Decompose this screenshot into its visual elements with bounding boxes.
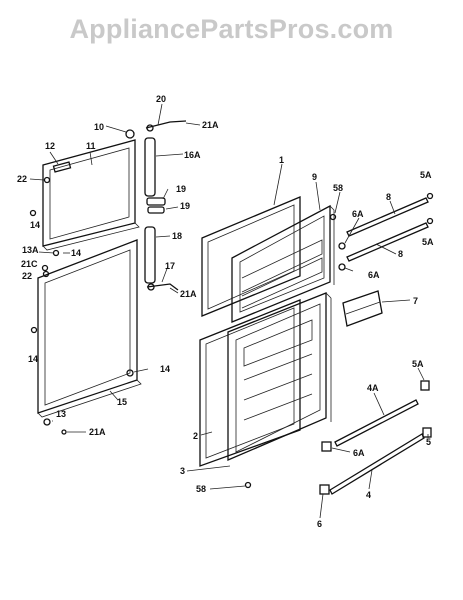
label-5a-top: 5A: [420, 170, 432, 180]
label-8-low: 8: [398, 249, 403, 259]
label-1: 1: [279, 155, 284, 165]
label-21c: 21C: [21, 259, 38, 269]
lower-hinge-17: [146, 283, 179, 291]
freezer-gasket-1: [201, 196, 301, 317]
label-21a-mid: 21A: [180, 289, 197, 299]
fresh-food-door-panel: [37, 239, 142, 418]
upper-hinge-20: [145, 120, 187, 132]
label-22-top: 22: [17, 174, 27, 184]
rail-4: [329, 433, 425, 495]
end-cap-6: [319, 484, 330, 495]
label-12: 12: [45, 141, 55, 151]
label-6a-low: 6A: [353, 448, 365, 458]
screw-14-d: [126, 369, 134, 377]
dairy-door-7: [342, 290, 383, 327]
label-19-a: 19: [176, 184, 186, 194]
clip-6a-top: [338, 242, 346, 250]
label-21a-top: 21A: [202, 120, 219, 130]
hinge-13: [43, 418, 51, 426]
watermark: AppliancePartsPros.com: [69, 14, 394, 44]
fresh-food-gasket-2: [199, 299, 301, 467]
label-17: 17: [165, 261, 175, 271]
rod-18: [144, 226, 156, 284]
freezer-handle-12: [52, 161, 72, 173]
rod-16a: [144, 137, 156, 197]
rail-4a: [334, 399, 419, 447]
label-5a-mid: 5A: [422, 237, 434, 247]
label-14-d: 14: [160, 364, 170, 374]
label-21a-bot: 21A: [89, 427, 106, 437]
end-cap-5: [422, 427, 432, 438]
label-7: 7: [413, 296, 418, 306]
label-20: 20: [156, 94, 166, 104]
freezer-inner-door-9: [231, 204, 335, 323]
label-8-top: 8: [386, 192, 391, 202]
label-11: 11: [86, 141, 96, 151]
label-9: 9: [312, 172, 317, 182]
label-5: 5: [426, 437, 431, 447]
screw-14-c: [30, 326, 38, 334]
label-19-b: 19: [180, 201, 190, 211]
screw-14-b: [52, 249, 60, 257]
label-58-bot: 58: [196, 484, 206, 494]
label-6: 6: [317, 519, 322, 529]
label-4: 4: [366, 490, 371, 500]
clip-5a-mid: [426, 217, 434, 225]
screw-22-top: [43, 176, 51, 184]
cap-10: [125, 129, 135, 139]
screw-21a-bot: [61, 429, 67, 435]
label-6a-top: 6A: [352, 209, 364, 219]
freezer-door-panel: [42, 139, 140, 251]
screw-22-mid: [42, 270, 50, 278]
label-2: 2: [193, 431, 198, 441]
label-13a: 13A: [22, 245, 39, 255]
screw-21c: [41, 264, 49, 272]
hinge-pin-19: [146, 197, 166, 214]
label-6a-mid: 6A: [368, 270, 380, 280]
label-14-c: 14: [28, 354, 38, 364]
label-16a: 16A: [184, 150, 201, 160]
label-4a: 4A: [367, 383, 379, 393]
clip-6a-mid: [338, 263, 346, 271]
screw-14-a: [29, 209, 37, 217]
label-18: 18: [172, 231, 182, 241]
label-14-b: 14: [71, 248, 81, 258]
rail-8-lower: [346, 222, 429, 262]
screw-58-bot: [244, 481, 252, 489]
end-cap-5a: [420, 380, 430, 391]
end-cap-6a: [321, 441, 332, 452]
leader-lines: [29, 103, 429, 519]
label-5a-low: 5A: [412, 359, 424, 369]
fresh-food-inner-door-3: [227, 292, 332, 461]
label-15: 15: [117, 397, 127, 407]
label-22-mid: 22: [22, 271, 32, 281]
label-10: 10: [94, 122, 104, 132]
label-13: 13: [56, 409, 66, 419]
label-58-top: 58: [333, 183, 343, 193]
label-14-a: 14: [30, 220, 40, 230]
clip-5a-top: [426, 192, 434, 200]
label-3: 3: [180, 466, 185, 476]
screw-58-top: [329, 213, 337, 221]
rail-8-top: [346, 197, 429, 237]
